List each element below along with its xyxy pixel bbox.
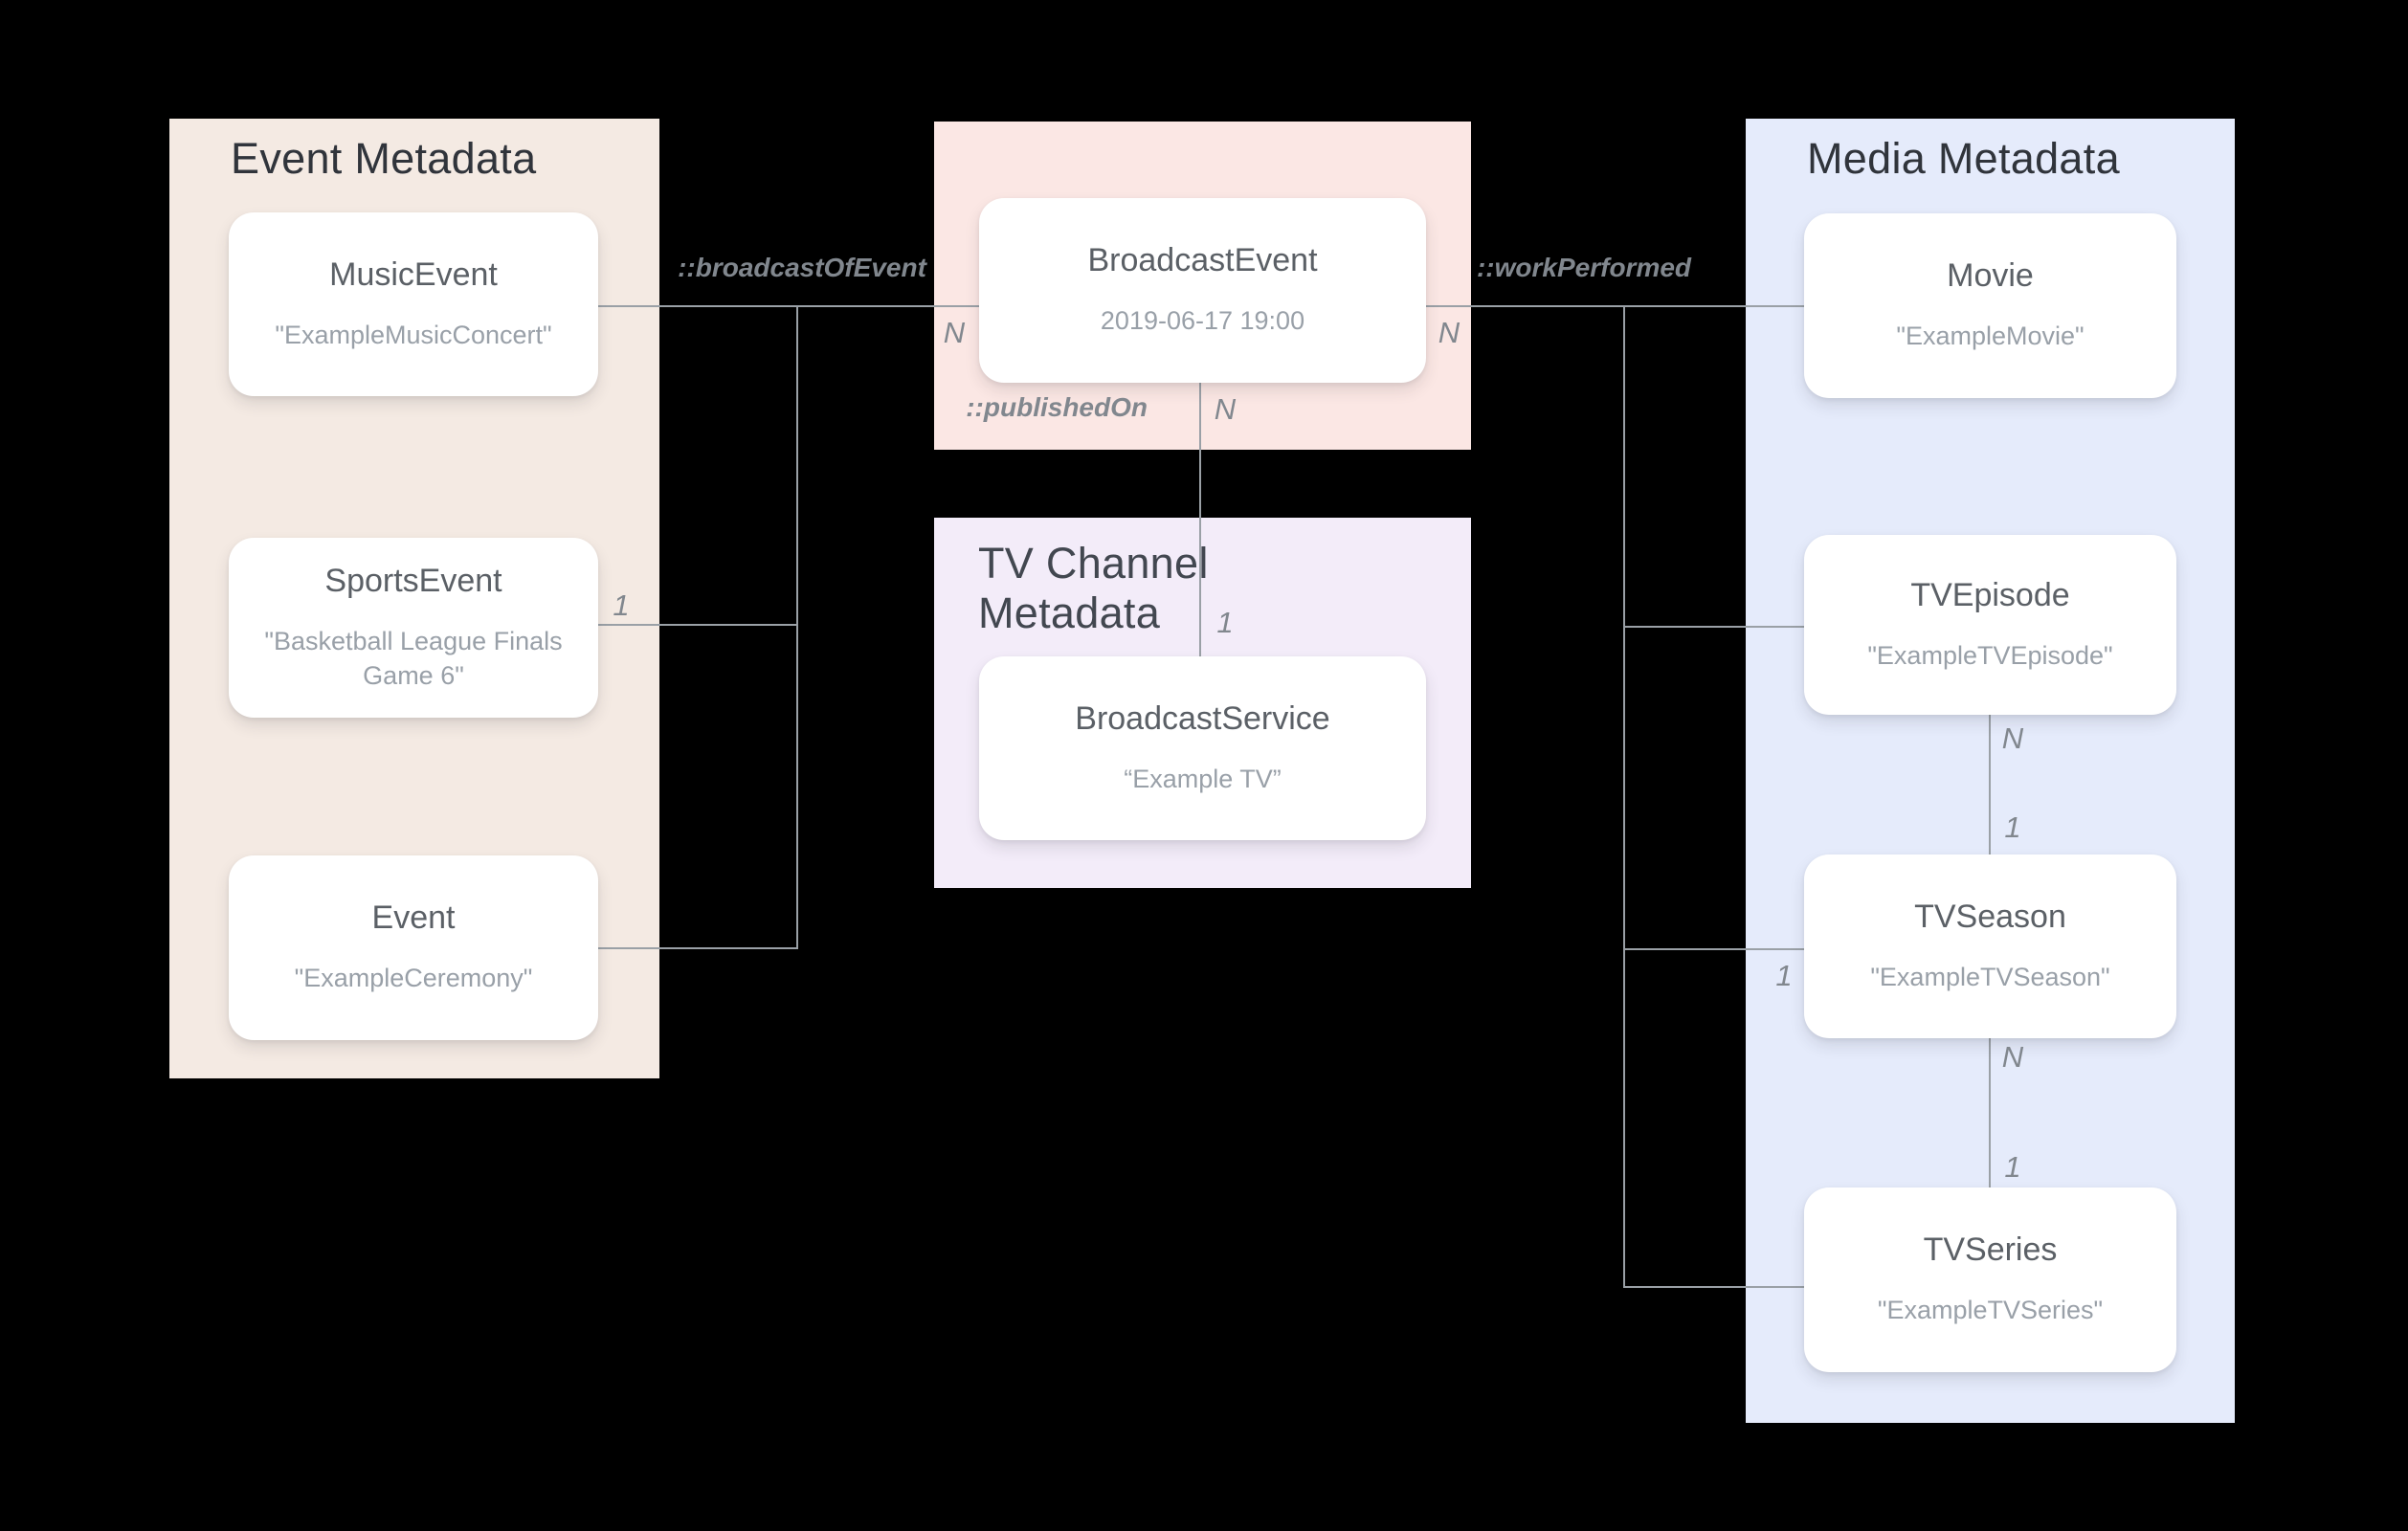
node-title: MusicEvent (329, 255, 498, 293)
node-title: SportsEvent (324, 562, 502, 599)
edge-left-trunk-line (796, 305, 798, 949)
cardinality-broadcast-to-media-n: N (1438, 316, 1460, 349)
cardinality-events-to-broadcast-n: N (943, 316, 966, 349)
edge-trunk-to-season-line (1624, 948, 1804, 950)
node-event: Event "ExampleCeremony" (229, 855, 598, 1040)
edge-event-to-trunk-line (598, 947, 798, 949)
node-movie: Movie "ExampleMovie" (1804, 213, 2176, 398)
node-subtitle: "ExampleMusicConcert" (275, 320, 552, 349)
node-title: TVSeries (1923, 1231, 2058, 1269)
edge-episode-to-season-line (1989, 715, 1991, 854)
cardinality-episode-to-season-1: 1 (2004, 810, 2021, 844)
node-subtitle: "ExampleTVSeason" (1870, 962, 2110, 991)
cardinality-published-on-1: 1 (1216, 606, 1234, 639)
node-subtitle: “Example TV” (1124, 764, 1282, 793)
node-tv-season: TVSeason "ExampleTVSeason" (1804, 854, 2176, 1038)
node-music-event: MusicEvent "ExampleMusicConcert" (229, 212, 598, 396)
edge-label-published-on: ::publishedOn (966, 392, 1148, 422)
node-subtitle: "ExampleTVSeries" (1877, 1296, 2104, 1325)
edge-sports-to-trunk-line (598, 624, 798, 626)
edge-season-to-series-line (1989, 1038, 1991, 1187)
node-tv-series: TVSeries "ExampleTVSeries" (1804, 1187, 2176, 1372)
edge-broadcast-to-movie-line (1426, 305, 1804, 307)
node-title: TVSeason (1914, 898, 2066, 935)
cardinality-season-to-series-1: 1 (2004, 1150, 2021, 1184)
cardinality-season-left-1: 1 (1775, 959, 1793, 992)
edge-trunk-to-episode-line (1624, 626, 1804, 628)
node-title: BroadcastService (1075, 699, 1330, 737)
edge-music-to-broadcast-line (598, 305, 979, 307)
cardinality-published-on-n: N (1214, 392, 1237, 426)
node-subtitle: "Basketball League Finals Game 6" (264, 626, 563, 690)
cardinality-season-to-series-n: N (2001, 1040, 2024, 1074)
node-subtitle: "ExampleCeremony" (294, 964, 533, 993)
node-broadcast-event: BroadcastEvent 2019-06-17 19:00 (979, 198, 1426, 383)
node-title: Event (371, 899, 456, 937)
event-metadata-title: Event Metadata (231, 134, 537, 183)
media-metadata-title: Media Metadata (1807, 134, 2120, 183)
node-subtitle: "ExampleMovie" (1896, 322, 2085, 351)
node-subtitle: "ExampleTVEpisode" (1867, 640, 2113, 670)
cardinality-sports-event-1: 1 (613, 588, 630, 622)
node-title: BroadcastEvent (1087, 242, 1318, 279)
node-subtitle: 2019-06-17 19:00 (1100, 306, 1305, 336)
tv-channel-metadata-title: TV Channel Metadata (978, 539, 1209, 638)
node-title: TVEpisode (1910, 576, 2070, 613)
node-broadcast-service: BroadcastService “Example TV” (979, 656, 1426, 840)
edge-right-trunk-line (1623, 305, 1625, 1288)
node-sports-event: SportsEvent "Basketball League Finals Ga… (229, 538, 598, 718)
edge-label-broadcast-of-event: ::broadcastOfEvent (678, 253, 926, 282)
edge-label-work-performed: ::workPerformed (1476, 253, 1692, 282)
edge-published-on-line (1199, 383, 1201, 656)
node-tv-episode: TVEpisode "ExampleTVEpisode" (1804, 535, 2176, 715)
node-title: Movie (1947, 257, 2034, 295)
cardinality-episode-to-season-n: N (2001, 721, 2024, 755)
edge-trunk-to-series-line (1624, 1286, 1804, 1288)
